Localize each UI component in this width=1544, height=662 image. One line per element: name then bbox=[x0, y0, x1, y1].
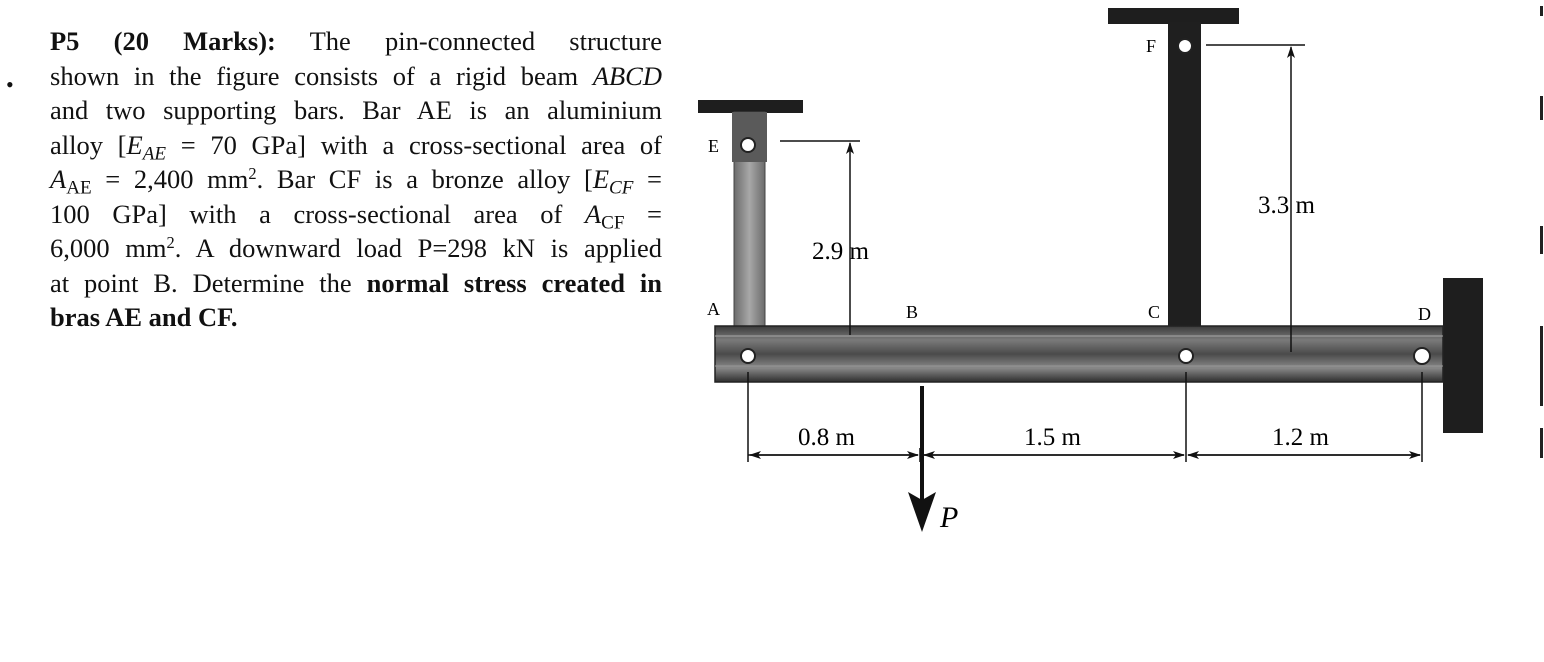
load-p-arrowhead bbox=[908, 492, 936, 532]
text-run: = bbox=[624, 198, 662, 229]
problem-line: alloy [EAE = 70 GPa] with a cross-sectio… bbox=[50, 128, 662, 163]
text-run: 2 bbox=[248, 163, 257, 183]
problem-line: shown in the figure consists of a rigid … bbox=[50, 59, 662, 94]
stray-bullet-mark: • bbox=[6, 72, 14, 97]
text-run: normal stress created in bbox=[366, 267, 662, 298]
problem-line: AAE = 2,400 mm2. Bar CF is a bronze allo… bbox=[50, 162, 662, 197]
pin-d bbox=[1413, 347, 1431, 365]
problem-statement: P5 (20 Marks): The pin-connected structu… bbox=[50, 24, 662, 335]
problem-line: P5 (20 Marks): The pin-connected structu… bbox=[50, 24, 662, 59]
text-run: shown in the figure consists of a rigid … bbox=[50, 60, 593, 91]
text-run: = 70 GPa] with a cross-sectional area of bbox=[166, 129, 662, 160]
text-run: The pin-connected structure bbox=[275, 26, 662, 56]
text-run: . A downward load P=298 kN is applied bbox=[174, 233, 662, 263]
bar-ae-clevis bbox=[732, 112, 767, 162]
dim-ab: 0.8 m bbox=[798, 424, 856, 451]
label-f: F bbox=[1146, 36, 1156, 56]
support-d-wall bbox=[1443, 278, 1483, 433]
support-e-plate bbox=[698, 100, 803, 113]
label-a: A bbox=[707, 299, 720, 319]
text-run: = 2,400 mm bbox=[91, 164, 249, 194]
text-run: E bbox=[592, 164, 610, 194]
problem-line: 6,000 mm2. A downward load P=298 kN is a… bbox=[50, 231, 662, 266]
text-run: at point B. Determine the bbox=[50, 267, 367, 298]
text-run: ABCD bbox=[592, 60, 662, 91]
edge-mark bbox=[1540, 428, 1543, 458]
text-run: 6,000 mm bbox=[50, 233, 167, 263]
edge-mark bbox=[1540, 226, 1543, 254]
dim-ae-length: 2.9 m bbox=[812, 238, 870, 265]
edge-mark bbox=[1540, 96, 1543, 120]
text-run: . Bar CF is a bronze alloy [ bbox=[256, 164, 593, 194]
text-run: AE bbox=[66, 177, 92, 199]
problem-line: and two supporting bars. Bar AE is an al… bbox=[50, 93, 662, 128]
support-f-plate bbox=[1108, 8, 1239, 24]
problem-line: at point B. Determine the normal stress … bbox=[50, 266, 662, 301]
pin-f bbox=[1177, 38, 1193, 54]
label-p: P bbox=[939, 501, 958, 534]
label-d: D bbox=[1418, 304, 1431, 324]
label-c: C bbox=[1148, 302, 1160, 322]
dim-bc: 1.5 m bbox=[1024, 424, 1082, 451]
problem-line: bras AE and CF. bbox=[50, 300, 662, 335]
text-run: AE bbox=[142, 142, 167, 164]
dim-cf-length: 3.3 m bbox=[1258, 192, 1316, 219]
edge-mark bbox=[1540, 326, 1543, 406]
dim-cd: 1.2 m bbox=[1272, 424, 1330, 451]
text-run: A bbox=[50, 164, 67, 194]
text-run: CF bbox=[601, 211, 625, 233]
text-run: A bbox=[584, 198, 602, 229]
edge-mark bbox=[1540, 6, 1543, 16]
text-run: CF bbox=[609, 177, 634, 199]
bar-cf bbox=[1168, 22, 1201, 352]
rigid-beam-abcd bbox=[714, 325, 1444, 383]
label-e: E bbox=[708, 136, 719, 156]
problem-line: 100 GPa] with a cross-sectional area of … bbox=[50, 197, 662, 232]
text-run: and two supporting bars. Bar AE is an al… bbox=[50, 95, 662, 125]
text-run: E bbox=[126, 129, 143, 160]
text-run: P5 (20 Marks): bbox=[50, 26, 276, 56]
text-run: 2 bbox=[166, 232, 175, 252]
text-run: bras AE and CF. bbox=[50, 302, 238, 332]
label-b: B bbox=[906, 302, 918, 322]
text-run: 100 GPa] with a cross-sectional area of bbox=[50, 198, 585, 229]
text-run: = bbox=[633, 164, 663, 194]
pin-a bbox=[740, 348, 756, 364]
pin-c bbox=[1178, 348, 1194, 364]
text-run: alloy [ bbox=[50, 129, 127, 160]
pin-e bbox=[740, 137, 756, 153]
